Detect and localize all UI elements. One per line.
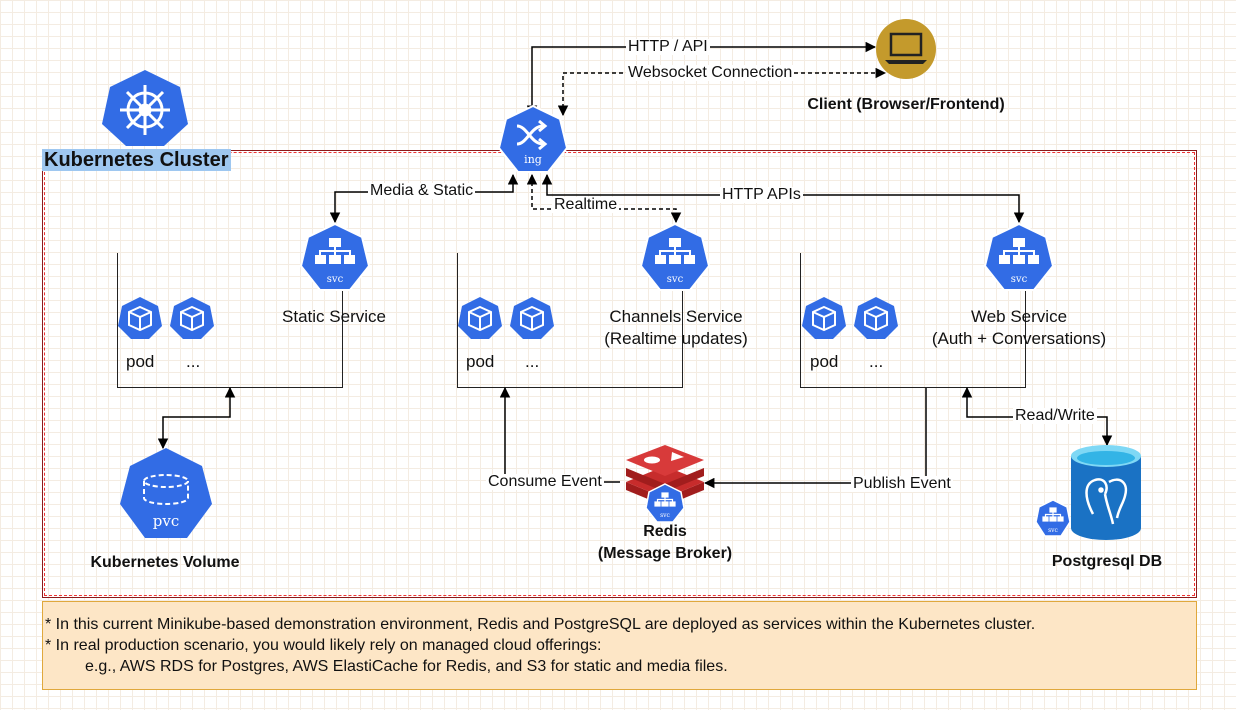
- edge-label-media-static: Media & Static: [368, 182, 476, 199]
- footnote-line2: * In real production scenario, you would…: [45, 637, 602, 654]
- ingress-icon: ing: [497, 104, 569, 173]
- edge-label-http-api: HTTP / API: [626, 38, 710, 55]
- svg-text:pvc: pvc: [153, 512, 179, 530]
- edge-label-websocket: Websocket Connection: [626, 64, 795, 81]
- redis-icon: svc: [626, 445, 704, 523]
- redis-label-line1: Redis: [643, 523, 687, 540]
- static-service-label: Static Service: [282, 307, 386, 326]
- static-service-icon: svc: [299, 222, 371, 291]
- web-pod-icons: [802, 297, 898, 339]
- svg-text:svc: svc: [1048, 527, 1058, 534]
- cluster-boundary: [42, 150, 1197, 598]
- svg-text:svc: svc: [667, 274, 684, 285]
- postgres-label: Postgresql DB: [1051, 553, 1163, 570]
- client-laptop-icon: [876, 19, 936, 79]
- channels-pod-more: ...: [525, 352, 540, 371]
- ingress-icon-label: ing: [524, 153, 542, 166]
- edge-label-http-apis: HTTP APIs: [720, 186, 803, 203]
- static-pod-icons: [118, 297, 214, 339]
- svg-text:svc: svc: [660, 512, 670, 519]
- web-pod-label: pod: [810, 352, 839, 371]
- footnote-box: * In this current Minikube-based demonst…: [42, 601, 1197, 690]
- channels-pod-label: pod: [466, 352, 495, 371]
- static-pod-label: pod: [126, 352, 155, 371]
- edge-label-consume-event: Consume Event: [486, 473, 604, 490]
- edge-label-read-write: Read/Write: [1013, 407, 1097, 424]
- redis-label-line2: (Message Broker): [597, 545, 733, 562]
- cluster-title: Kubernetes Cluster: [42, 149, 231, 171]
- postgres-db-icon: svc: [1035, 445, 1141, 540]
- pod-icon: [458, 297, 502, 339]
- footnote-line1: * In this current Minikube-based demonst…: [45, 616, 1036, 633]
- pod-icon: [802, 297, 846, 339]
- channels-service-box: [457, 253, 683, 388]
- kubernetes-logo-icon: [102, 70, 188, 146]
- edge-label-publish-event: Publish Event: [851, 475, 953, 492]
- pod-icon: [118, 297, 162, 339]
- channels-service-label-line2: (Realtime updates): [604, 329, 748, 348]
- client-label: Client (Browser/Frontend): [807, 96, 1005, 113]
- pvc-volume-icon: pvc: [120, 448, 212, 538]
- cluster-boundary-dashed: [44, 152, 1195, 596]
- web-service-box: [800, 253, 1026, 388]
- web-service-label-line1: Web Service: [970, 307, 1068, 326]
- svg-text:svc: svc: [327, 274, 344, 285]
- footnote-line3: e.g., AWS RDS for Postgres, AWS ElastiCa…: [85, 658, 728, 675]
- pod-icon: [170, 297, 214, 339]
- volume-label: Kubernetes Volume: [90, 554, 240, 571]
- channels-service-icon: svc: [639, 222, 711, 291]
- channels-service-label-line1: Channels Service: [609, 307, 743, 326]
- web-pod-more: ...: [869, 352, 884, 371]
- svg-text:svc: svc: [1011, 274, 1028, 285]
- pod-icon: [854, 297, 898, 339]
- static-pod-more: ...: [186, 352, 201, 371]
- edge-label-realtime: Realtime: [552, 196, 620, 213]
- channels-pod-icons: [458, 297, 554, 339]
- web-service-icon: svc: [983, 222, 1055, 291]
- pod-icon: [510, 297, 554, 339]
- web-service-label-line2: (Auth + Conversations): [931, 329, 1107, 348]
